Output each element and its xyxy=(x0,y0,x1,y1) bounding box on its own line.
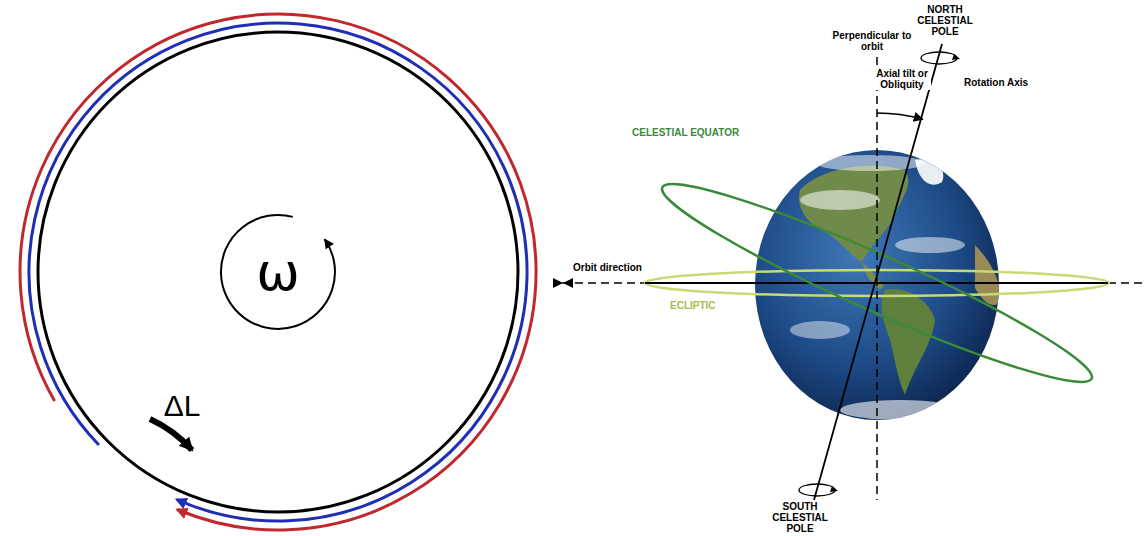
ecliptic-label: ECLIPTIC xyxy=(670,300,716,311)
south-pole-label: SOUTH CELESTIAL POLE xyxy=(765,501,835,534)
orbit-arrowhead xyxy=(563,278,573,288)
north-spin-ellipse xyxy=(921,52,957,64)
perpendicular-label: Perpendicular to orbit xyxy=(832,30,912,52)
north-pole-label: NORTH CELESTIAL POLE xyxy=(910,4,980,37)
orbit-line xyxy=(562,282,1142,284)
rotation-circles xyxy=(20,14,536,530)
south-spin-ellipse xyxy=(799,484,835,496)
omega-symbol: ω xyxy=(256,246,300,298)
axial-tilt-label: Axial tilt or Obliquity xyxy=(873,68,931,90)
earth xyxy=(755,150,1002,420)
delta-arrow xyxy=(150,419,192,450)
red-arc xyxy=(20,14,536,530)
south-spin-arrow xyxy=(830,486,838,492)
tilt-arc xyxy=(877,113,923,119)
rotation-axis-label: Rotation Axis xyxy=(964,77,1028,88)
rotation-axis xyxy=(814,44,942,500)
orbit-direction-label: Orbit direction xyxy=(573,262,642,273)
blue-arc xyxy=(29,23,527,521)
delta-l-label: ΔL xyxy=(164,391,201,421)
celestial-equator-label: CELESTIAL EQUATOR xyxy=(632,127,739,138)
rotation-arrow xyxy=(221,215,335,329)
north-spin-arrow xyxy=(952,54,960,60)
black-circle xyxy=(38,32,518,512)
